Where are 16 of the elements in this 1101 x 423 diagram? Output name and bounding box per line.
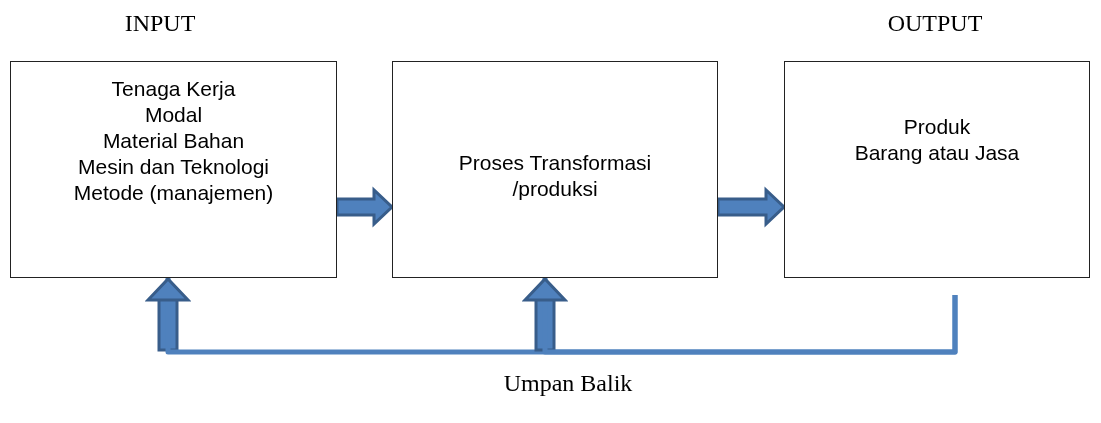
node-text: Barang atau Jasa [854, 140, 1020, 166]
heading-text: OUTPUT [887, 10, 983, 37]
node-text: Mesin dan Teknologi [77, 154, 270, 180]
node-text: Modal [144, 102, 203, 128]
node-text: Metode (manajemen) [73, 180, 274, 206]
process-box [10, 61, 337, 278]
node-text: Produk [903, 114, 971, 140]
node-text: Material Bahan [102, 128, 245, 154]
block-arrow [716, 186, 787, 228]
heading-text: INPUT [124, 10, 196, 37]
process-box [392, 61, 718, 278]
block-arrow [335, 186, 395, 228]
node-text: Proses Transformasi /produksi [457, 150, 653, 202]
node-text: Tenaga Kerja [111, 76, 236, 102]
feedback-label: Umpan Balik [503, 370, 633, 397]
process-box [784, 61, 1090, 278]
